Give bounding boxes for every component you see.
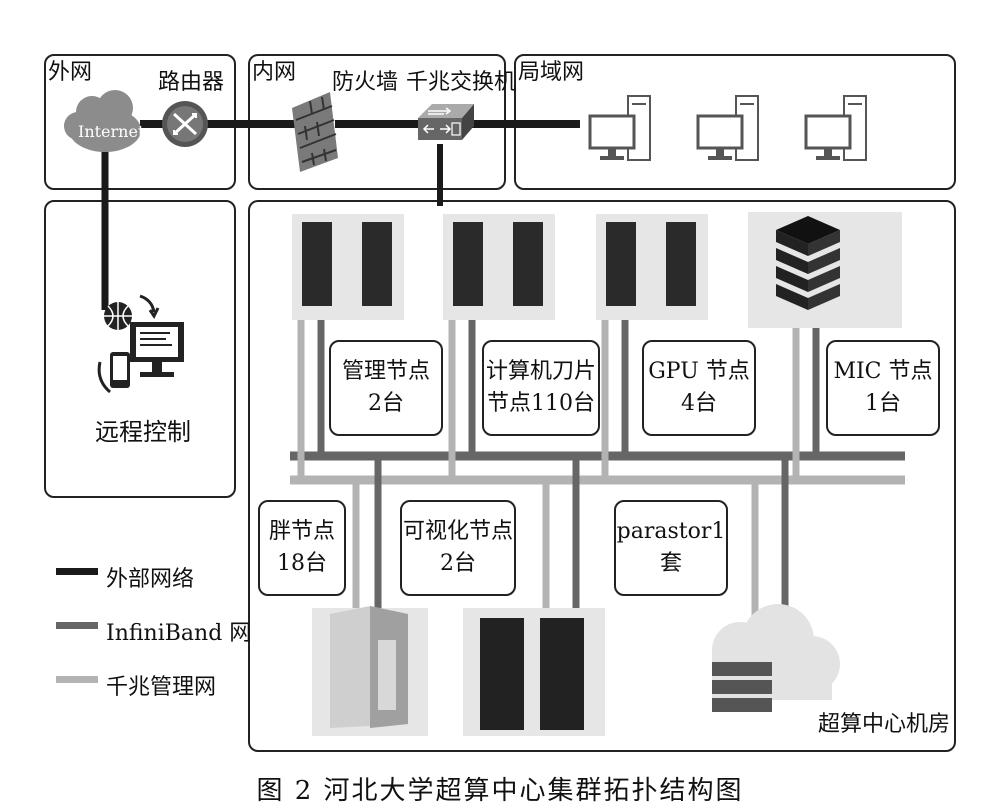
vis-node-label: 可视化节点 2台	[400, 500, 516, 596]
mgmt-server-rack-icons	[292, 214, 404, 320]
legend-infiniband-label: InfiniBand 网	[106, 621, 252, 646]
router-icon	[162, 101, 208, 147]
lan-computer-icon-2	[696, 95, 759, 161]
fat-node-label: 胖节点 18台	[258, 500, 346, 596]
fat-node-server-icon	[312, 606, 428, 736]
firewall-label: 防火墙	[332, 70, 399, 95]
gpu-server-rack-icons	[596, 214, 708, 320]
outer-network-label: 外网	[48, 60, 93, 85]
mic-server-stack-icon	[748, 212, 902, 328]
lan-label: 局域网	[518, 60, 585, 85]
gpu-node-label: GPU 节点 4台	[642, 340, 756, 436]
remote-control-label: 远程控制	[95, 418, 191, 446]
figure-caption: 图 2 河北大学超算中心集群拓扑结构图	[256, 776, 744, 806]
lan-computer-icon-1	[588, 95, 651, 161]
switch-label: 千兆交换机	[406, 70, 517, 95]
legend-external-swatch	[56, 568, 98, 575]
storage-label: parastor1 套	[614, 500, 728, 596]
mgmt-node-drops	[297, 318, 325, 480]
switch-icon	[418, 104, 474, 140]
legend-gigabit-label: 千兆管理网	[106, 675, 217, 700]
mic-node-label: MIC 节点 1台	[826, 340, 940, 436]
vis-node-rack-icons	[463, 608, 605, 736]
mgmt-node-label: 管理节点 2台	[329, 340, 443, 436]
datacenter-label: 超算中心机房	[818, 712, 951, 737]
blade-node-label: 计算机刀片 节点110台	[482, 340, 600, 436]
storage-cloud-icon	[712, 604, 840, 712]
mic-node-drops	[792, 318, 820, 480]
blade-server-rack-icons	[443, 214, 555, 320]
legend-gigabit-swatch	[56, 676, 98, 683]
fat-node-drops	[352, 456, 382, 614]
legend-infiniband-swatch	[56, 622, 98, 629]
inner-network-label: 内网	[252, 60, 297, 85]
router-label: 路由器	[158, 70, 225, 95]
blade-node-drops	[448, 318, 476, 480]
remote-control-icon	[97, 294, 184, 394]
gpu-node-drops	[601, 318, 629, 480]
vis-node-drops	[542, 456, 580, 614]
lan-computer-icon-3	[804, 95, 867, 161]
legend-external-label: 外部网络	[106, 567, 195, 592]
firewall-icon	[292, 92, 338, 172]
internet-cloud-icon	[64, 90, 141, 152]
internet-label: Internet	[78, 122, 145, 141]
